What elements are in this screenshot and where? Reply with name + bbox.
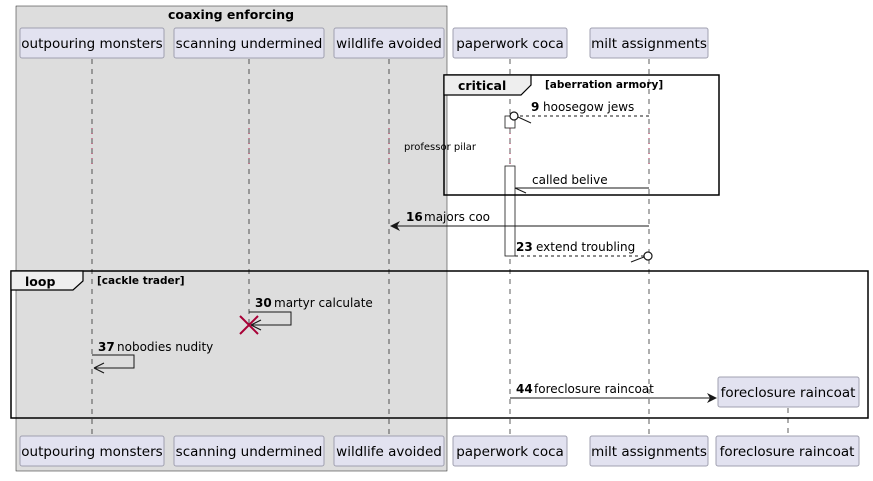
message-9: 9 hoosegow jews xyxy=(509,100,649,124)
participant-outpouring-monsters-bottom[interactable] xyxy=(19,435,165,467)
activation-bar-2 xyxy=(504,165,516,257)
participant-paperwork-coca-top[interactable] xyxy=(452,27,568,59)
participant-wildlife-avoided-top-label: wildlife avoided xyxy=(336,36,442,52)
message-44: 44 foreclosure raincoat xyxy=(510,382,717,403)
loop-frame: loop [cackle trader] xyxy=(10,270,869,419)
message-23-text: extend troubling xyxy=(536,240,635,254)
message-30: 30 martyr calculate xyxy=(239,296,373,335)
participant-outpouring-monsters-top[interactable] xyxy=(19,27,165,59)
message-44-text: foreclosure raincoat xyxy=(534,382,654,396)
critical-guard: [aberration armory] xyxy=(545,79,663,91)
participant-paperwork-coca-bottom-label: paperwork coca xyxy=(456,444,564,460)
critical-keyword: critical xyxy=(458,78,506,93)
participant-wildlife-avoided-top[interactable] xyxy=(333,27,445,59)
participant-foreclosure-raincoat-bottom-label: foreclosure raincoat xyxy=(720,444,855,460)
loop-frame-border xyxy=(10,270,869,419)
participant-scanning-undermined-top[interactable] xyxy=(173,27,325,59)
participant-scanning-undermined-bottom[interactable] xyxy=(173,435,325,467)
participant-wildlife-avoided-bottom[interactable] xyxy=(333,435,445,467)
participant-foreclosure-raincoat-created[interactable] xyxy=(717,376,860,408)
critical-frame: critical [aberration armory] xyxy=(443,74,720,196)
message-23-tail xyxy=(630,256,645,263)
participant-milt-assignments-bottom-label: milt assignments xyxy=(591,444,707,460)
participant-milt-assignments-top[interactable] xyxy=(589,27,709,59)
message-23: 23 extend troubling xyxy=(515,240,653,263)
message-9-number: 9 xyxy=(531,100,539,114)
message-9-tail xyxy=(517,116,532,124)
message-9-text: hoosegow jews xyxy=(543,100,634,114)
message-23-number: 23 xyxy=(516,240,533,254)
message-37-number: 37 xyxy=(98,340,115,354)
participant-paperwork-coca-bottom[interactable] xyxy=(452,435,568,467)
participant-scanning-undermined-bottom-label: scanning undermined xyxy=(176,444,323,460)
critical-frame-border xyxy=(443,74,720,196)
message-37: 37 nobodies nudity xyxy=(92,340,213,374)
message-called-belive-tail xyxy=(514,187,527,194)
participant-outpouring-monsters-top-label: outpouring monsters xyxy=(21,36,162,52)
loop-guard: [cackle trader] xyxy=(97,275,185,287)
participant-box-group: coaxing enforcing xyxy=(15,5,448,472)
box-title: coaxing enforcing xyxy=(168,7,294,22)
message-30-arrowhead xyxy=(250,319,262,331)
participant-paperwork-coca-top-label: paperwork coca xyxy=(456,36,564,52)
participant-wildlife-avoided-bottom-label: wildlife avoided xyxy=(336,444,442,460)
participant-milt-assignments-bottom[interactable] xyxy=(589,435,709,467)
critical-frame-tab xyxy=(443,74,532,96)
divider-label: professor pilar xyxy=(404,142,477,153)
message-16-number: 16 xyxy=(406,210,423,224)
message-37-text: nobodies nudity xyxy=(117,340,213,354)
message-called-belive: called belive xyxy=(514,173,649,194)
participant-heads-bottom: outpouring monsters scanning undermined … xyxy=(19,435,860,467)
message-30-text: martyr calculate xyxy=(274,296,373,310)
participant-scanning-undermined-top-label: scanning undermined xyxy=(176,36,323,52)
participant-foreclosure-raincoat-bottom[interactable] xyxy=(715,435,860,467)
message-37-line xyxy=(92,354,135,369)
participant-milt-assignments-top-label: milt assignments xyxy=(591,36,707,52)
message-called-belive-text: called belive xyxy=(532,173,608,187)
participant-foreclosure-raincoat-created-label: foreclosure raincoat xyxy=(721,385,856,401)
box-background xyxy=(15,5,448,472)
message-30-number: 30 xyxy=(255,296,272,310)
loop-keyword: loop xyxy=(25,274,55,289)
delay-dots xyxy=(91,128,650,168)
message-16: 16 majors coo xyxy=(390,210,649,231)
message-30-line xyxy=(249,311,292,326)
participant-heads-top: outpouring monsters scanning undermined … xyxy=(19,27,709,59)
message-23-circle xyxy=(643,251,653,261)
loop-frame-tab xyxy=(10,270,84,291)
message-9-circle xyxy=(509,111,519,121)
message-16-text: majors coo xyxy=(424,210,490,224)
message-44-number: 44 xyxy=(516,382,533,396)
destroy-icon xyxy=(239,315,259,335)
participant-outpouring-monsters-bottom-label: outpouring monsters xyxy=(21,444,162,460)
message-37-arrowhead xyxy=(93,362,105,374)
